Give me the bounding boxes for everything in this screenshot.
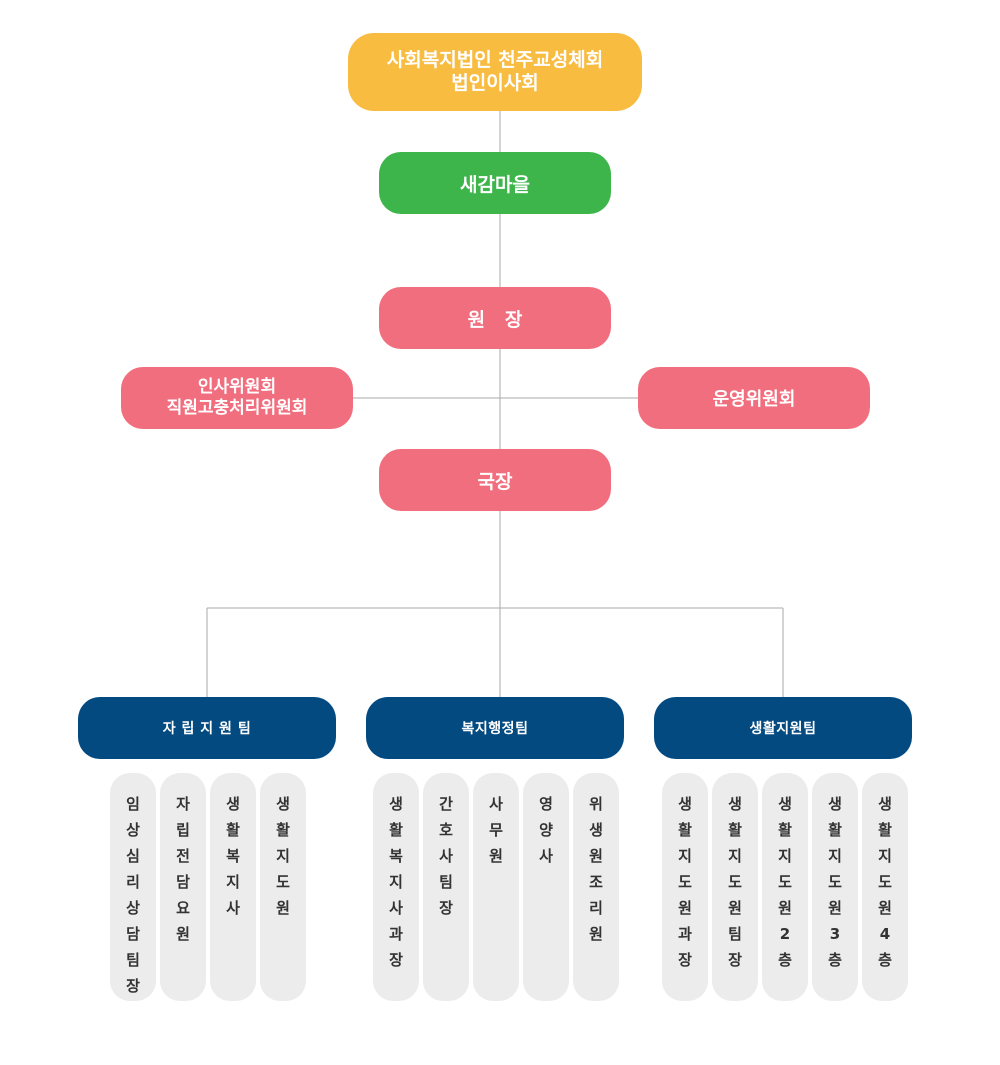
staff-box: 생활지도원 [260,773,306,1001]
team-label: 자 립 지 원 팀 [162,721,252,737]
staff-box: 위생원조리원 [573,773,619,1001]
staff-box: 생활복지사 [210,773,256,1001]
team-independence-support: 자 립 지 원 팀 [78,697,336,759]
staff-label: 임상심리상담팀장 [126,795,140,995]
staff-box: 생활지도원팀장 [712,773,758,1001]
staff-label: 생활지도원2층 [778,795,792,969]
grievance-committee-label: 직원고충처리위원회 [166,398,308,418]
village-node: 새감마을 [379,152,611,214]
staff-label: 생활지도원3층 [828,795,842,969]
staff-box: 임상심리상담팀장 [110,773,156,1001]
personnel-committee-label: 인사위원회 [197,377,277,397]
team-label: 복지행정팀 [461,721,529,737]
staff-label: 생활지도원4층 [878,795,892,969]
staff-label: 생활지도원팀장 [728,795,742,969]
staff-label: 영양사 [539,795,553,865]
board-subtitle: 법인이사회 [451,72,539,94]
staff-label: 생활복지사과장 [389,795,403,969]
bureau-chief-node: 국장 [379,449,611,511]
staff-box: 생활지도원3층 [812,773,858,1001]
board-name: 사회복지법인 천주교성체회 [386,49,604,71]
team-welfare-administration: 복지행정팀 [366,697,624,759]
operations-committee-node: 운영위원회 [638,367,870,429]
staff-label: 위생원조리원 [589,795,603,943]
staff-label: 간호사팀장 [439,795,453,917]
director-label: 원 장 [467,308,523,331]
staff-box: 영양사 [523,773,569,1001]
staff-label: 생활지도원 [276,795,290,917]
bureau-chief-label: 국장 [477,470,513,493]
director-node: 원 장 [379,287,611,349]
team-label: 생활지원팀 [749,721,817,737]
staff-box: 자립전담요원 [160,773,206,1001]
team-living-support: 생활지원팀 [654,697,912,759]
staff-label: 생활복지사 [226,795,240,917]
staff-label: 생활지도원과장 [678,795,692,969]
operations-committee-label: 운영위원회 [712,389,796,410]
staff-box: 생활지도원4층 [862,773,908,1001]
staff-box: 생활복지사과장 [373,773,419,1001]
personnel-committee-node: 인사위원회 직원고충처리위원회 [121,367,353,429]
staff-box: 생활지도원2층 [762,773,808,1001]
staff-box: 생활지도원과장 [662,773,708,1001]
staff-box: 사무원 [473,773,519,1001]
staff-box: 간호사팀장 [423,773,469,1001]
staff-label: 사무원 [489,795,503,865]
staff-label: 자립전담요원 [176,795,190,943]
village-label: 새감마을 [460,173,530,196]
board-of-directors-node: 사회복지법인 천주교성체회 법인이사회 [348,33,642,111]
